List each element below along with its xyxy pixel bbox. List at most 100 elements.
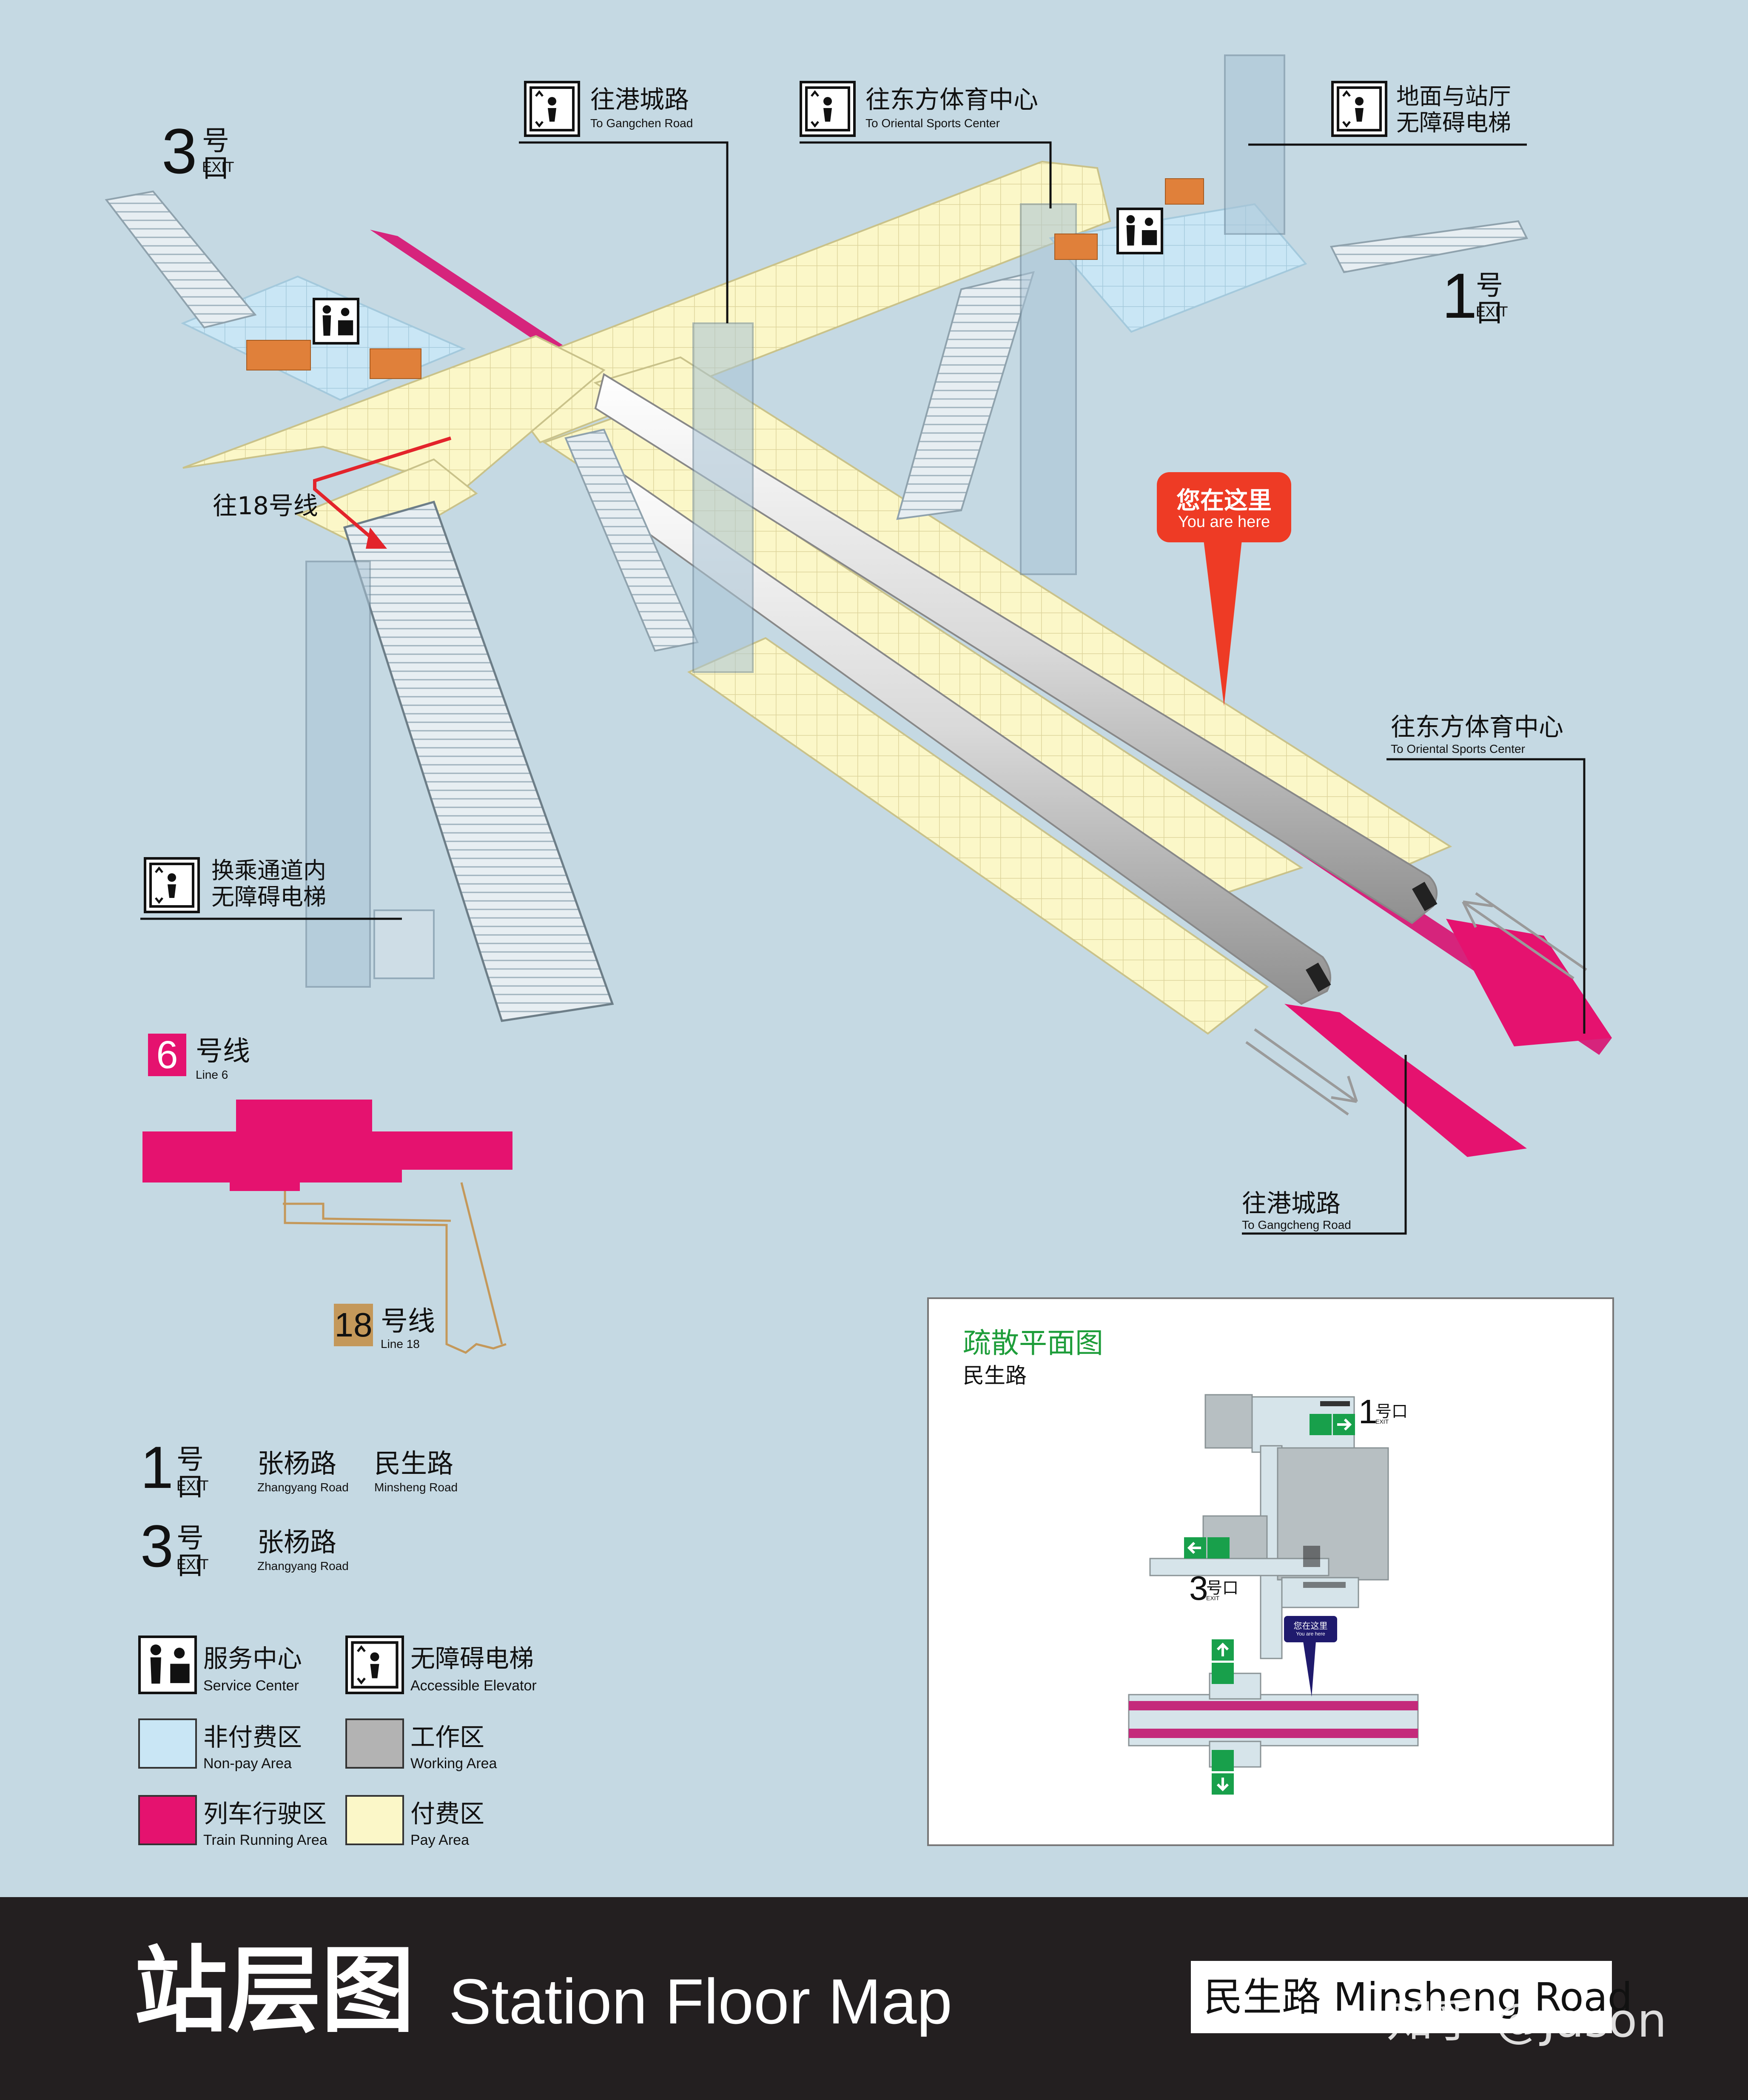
evac-you-here-en: You are here [1296,1631,1325,1637]
exit-legend-1-en: EXIT [177,1478,209,1494]
direction-arrow-gangcheng [1245,1028,1358,1116]
to-oriental-right-en: To Oriental Sports Center [1391,742,1525,755]
turnstiles [246,178,1204,379]
exit1-cn: 号口 [1476,270,1503,329]
callout-lines [140,141,1586,1235]
non-pay-right [1049,203,1307,333]
you-are-here-cn: 您在这里 [1176,487,1272,515]
exit-legend-1-cn: 号口 [177,1444,204,1503]
evac-exit1-en: EXIT [1375,1418,1389,1425]
to-gangcheng-top-cn: 往港城路 [590,85,689,114]
station-name: 民生路 Minsheng Road [1204,1975,1633,2020]
to-oriental-right-cn: 往东方体育中心 [1391,712,1564,741]
ground-elevator-cn1: 地面与站厅 [1396,83,1511,110]
elevator-icon [345,1636,404,1694]
exit-legend-3-num: 3 [140,1513,174,1579]
escalator-line18 [343,500,614,1022]
exit3-label: 3 号口 EXIT [162,119,234,183]
escalator-exit3 [105,190,257,329]
transfer-elevator-cn2: 无障碍电梯 [211,883,326,910]
elevator-icon [144,857,200,913]
route-arrowhead [366,527,387,549]
evacuation-plan-panel: 疏散平面图 民生路 您在这里 You are [927,1297,1614,1846]
legend-service-en: Service Center [203,1678,299,1694]
escalator-exit1 [1330,220,1528,274]
exit-legend-3: 3 号口 EXIT 张杨路 Zhangyang Road [140,1513,349,1580]
exit3-number: 3 [162,115,197,187]
line18-en: Line 18 [381,1337,420,1351]
legend-nonpay-en: Non-pay Area [203,1755,292,1772]
evac-exit1: 1 号口 EXIT [1358,1393,1408,1430]
exit3-cn: 号口 [202,125,229,184]
road-zhangyang-cn-2: 张杨路 [257,1527,337,1558]
to-gangcheng-top-en: To Gangchen Road [590,117,693,130]
legend-working-en: Working Area [410,1755,497,1772]
elevator-icon [1331,81,1387,137]
train-upper [594,373,1438,924]
watermark: 知乎 @Jason [1386,1993,1667,2048]
evac-exit1-cn: 号口 [1375,1402,1408,1421]
transfer-elevator-cn1: 换乘通道内 [211,857,326,884]
exit-legend-3-cn: 号口 [177,1523,204,1581]
ground-elevator-cn2: 无障碍电梯 [1396,109,1511,136]
you-are-here-en: You are here [1178,513,1270,531]
evac-title: 疏散平面图 [963,1327,1103,1359]
legend-train-cn: 列车行驶区 [203,1799,327,1828]
legend-elevator-en: Accessible Elevator [410,1678,537,1694]
stairs-mid [896,271,1035,520]
road-minsheng-cn: 民生路 [374,1448,454,1479]
elevator-icon [800,81,856,137]
road-zhangyang-en-2: Zhangyang Road [257,1559,349,1573]
footer-title-en: Station Floor Map [449,1966,952,2037]
train-lower [586,453,1331,1005]
exit-legend-1-num: 1 [140,1434,174,1501]
service-center-icon [138,1636,197,1694]
exit1-en: EXIT [1476,304,1508,320]
legend-nonpay-cn: 非付费区 [203,1723,302,1752]
evac-exit3-num: 3 [1189,1569,1208,1607]
to-gangcheng-bottom-en: To Gangcheng Road [1242,1218,1351,1231]
line6-badge: 6 [148,1034,186,1076]
exit3-en: EXIT [202,159,234,175]
legend-train-en: Train Running Area [203,1832,327,1848]
legend-pay-en: Pay Area [410,1832,469,1848]
line18-badge: 18 [334,1304,373,1346]
line18-cn: 号线 [381,1306,435,1337]
you-are-here-marker: 您在这里 You are here [1157,472,1291,706]
footer-bar: 站层图 Station Floor Map 民生路 Minsheng Road … [0,1897,1748,2100]
legend-working-cn: 工作区 [410,1723,485,1752]
swatch-working [345,1718,404,1769]
service-center-icon [313,298,359,345]
swatch-nonpay [138,1718,197,1769]
to-oriental-top-cn: 往东方体育中心 [865,85,1039,114]
service-center-icon [1116,208,1163,254]
evac-exit3: 3 号口 EXIT [1189,1569,1238,1607]
legend-service-cn: 服务中心 [203,1644,302,1673]
to-gangcheng-bottom-cn: 往港城路 [1242,1189,1341,1218]
station-3d-scene [105,54,1612,1354]
evac-you-here: 您在这里 [1293,1621,1328,1631]
evac-subtitle: 民生路 [963,1363,1027,1388]
line18-diagram [284,1191,507,1354]
track-upper-end [1446,919,1612,1046]
concourse-left [182,335,606,490]
elevator-shafts [305,54,1285,988]
evac-exit1-num: 1 [1358,1393,1378,1430]
evac-floor-plan [1128,1394,1419,1795]
road-zhangyang-en: Zhangyang Road [257,1481,349,1494]
legend-pay-cn: 付费区 [410,1799,485,1828]
line6-diagram [142,1100,512,1191]
direction-arrow-oriental [1462,892,1587,980]
exit-legend-3-en: EXIT [177,1556,209,1573]
to-line18-label: 往18号线 [213,491,318,520]
line6-cn: 号线 [196,1036,250,1067]
to-oriental-top-en: To Oriental Sports Center [865,117,1000,130]
footer-title-cn: 站层图 [134,1936,415,2045]
legend-elevator-cn: 无障碍电梯 [410,1644,534,1673]
road-zhangyang-cn: 张杨路 [257,1448,337,1479]
station-name-box: 民生路 Minsheng Road [1191,1961,1632,2033]
evac-exit3-en: EXIT [1206,1595,1220,1601]
exit1-label: 1 号口 EXIT [1442,264,1508,328]
line6-en: Line 6 [196,1068,228,1081]
route-to-line18 [313,436,452,542]
